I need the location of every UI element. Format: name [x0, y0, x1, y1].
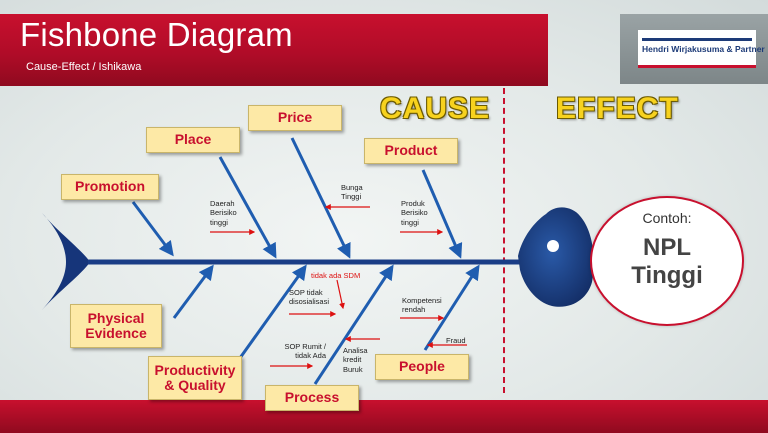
logo-stripe [642, 38, 752, 41]
bone-productivity [238, 264, 307, 359]
footer-banner [0, 400, 768, 433]
cause-label: CAUSE [380, 92, 491, 125]
note-sop-rumit: SOP Rumit / tidak Ada [284, 342, 326, 361]
fish-tail [42, 213, 90, 310]
category-process: Process [265, 385, 359, 411]
effect-circle: Contoh: NPL Tinggi [590, 196, 744, 326]
category-product: Product [364, 138, 458, 164]
note-kompetensi-rendah: Kompetensi rendah [402, 296, 442, 315]
category-physical-evidence: Physical Evidence [70, 304, 162, 348]
effect-result: NPL Tinggi [631, 234, 703, 289]
page-title: Fishbone Diagram [20, 16, 293, 53]
title-banner: Fishbone Diagram Cause-Effect / Ishikawa [0, 14, 548, 86]
bone-product [421, 169, 463, 259]
category-productivity-quality: Productivity & Quality [148, 356, 242, 400]
note-fraud: Fraud [446, 336, 466, 345]
effect-example-label: Contoh: [642, 210, 692, 226]
effect-label: EFFECT [556, 92, 679, 125]
category-promotion: Promotion [61, 174, 159, 200]
logo-text: Hendri Wirjakusuma & Partner [642, 44, 765, 54]
note-daerah-berisiko: Daerah Berisiko tinggi [210, 199, 237, 227]
bone-price [290, 137, 351, 259]
bone-people [423, 264, 480, 351]
bone-process [313, 264, 394, 385]
bone-physical-evidence [172, 264, 214, 319]
category-people: People [375, 354, 469, 380]
category-place: Place [146, 127, 240, 153]
fish-head [518, 207, 594, 307]
note-sop-tidak-disosialisasi: SOP tidak disosialisasi [289, 288, 330, 307]
company-logo: Hendri Wirjakusuma & Partner [638, 30, 765, 68]
logo-panel: Hendri Wirjakusuma & Partner [620, 14, 768, 84]
note-analisa-kredit: Analisa kredit Buruk [343, 346, 368, 374]
fish-eye [547, 240, 559, 252]
bone-promotion [131, 201, 174, 257]
page-subtitle: Cause-Effect / Ishikawa [26, 61, 142, 73]
note-bunga-tinggi: Bunga Tinggi [341, 183, 363, 202]
arrow-sdm [336, 279, 345, 310]
note-produk-berisiko: Produk Berisiko tinggi [401, 199, 428, 227]
note-tidak-ada-sdm: tidak ada SDM [311, 271, 361, 280]
bone-place [218, 156, 277, 259]
cause-effect-divider [503, 88, 505, 393]
category-price: Price [248, 105, 342, 131]
